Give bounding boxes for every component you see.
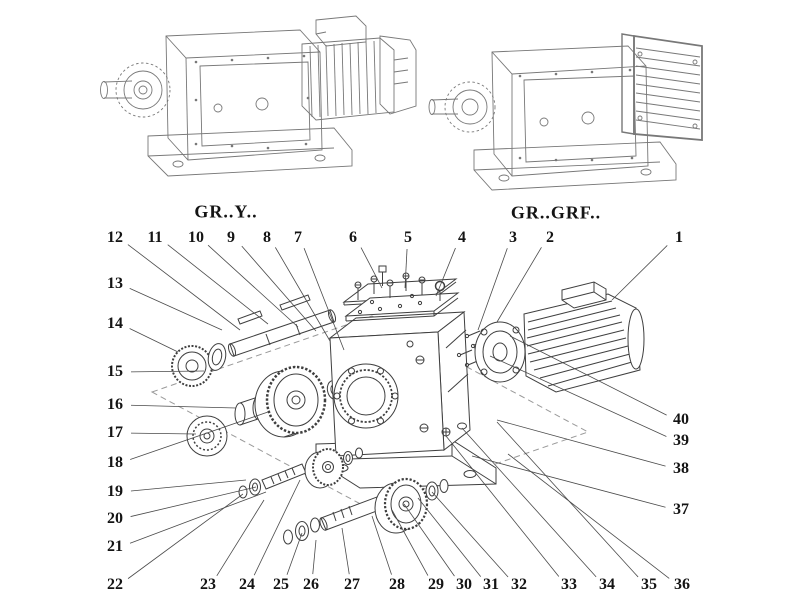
leader-line-14 [129,328,179,353]
leader-line-5 [404,248,408,289]
leader-line-1 [611,245,668,301]
leader-line-27 [341,527,350,575]
eye-bolt [434,280,446,301]
leader-line-31 [417,497,482,577]
large-gear [254,365,327,438]
intermediate-pinion-cluster [238,447,363,499]
leader-lines-layer [127,244,670,579]
gear-housing [328,311,471,457]
leader-line-24 [253,479,301,576]
leader-line-3 [477,248,508,331]
leader-line-25 [286,532,303,575]
leader-line-38 [496,419,666,467]
assembled-view-gr-y [100,15,417,177]
leader-line-21 [129,491,267,544]
leader-line-37 [471,455,666,508]
leader-line-36 [507,453,670,579]
cover-bolts [354,265,446,301]
leader-line-22 [127,493,244,579]
leader-line-6 [360,247,383,289]
leader-line-12 [127,244,241,331]
leader-line-20 [130,486,257,517]
breather-valve [378,265,387,286]
leader-line-29 [391,509,429,576]
leader-line-33 [445,435,560,577]
electric-motor [523,281,645,393]
fan-cowl [627,308,645,370]
flange-motor-block [621,33,703,141]
inspection-cover [344,292,460,322]
leader-line-28 [371,515,392,575]
leader-line-10 [207,244,299,328]
motor-flange [473,321,526,383]
leader-line-26 [312,539,317,575]
output-shaft-cluster [283,477,449,545]
leader-line-19 [130,479,247,492]
leader-line-32 [431,491,509,578]
leader-line-8 [275,247,331,342]
leader-line-40 [509,335,667,416]
shaft-key [279,294,311,311]
leader-line-16 [130,404,237,409]
leader-line-2 [496,247,542,323]
leader-line-17 [130,432,197,435]
leader-line-23 [216,499,265,577]
leader-line-30 [403,503,455,577]
ball-bearing [186,415,228,457]
variant-title-gr-grf: GR..GRF.. [510,202,602,223]
leader-line-13 [129,287,223,331]
leader-line-18 [130,411,269,460]
leader-line-39 [489,355,667,437]
shaft-key [237,310,263,325]
assembled-view-gr-grf [428,33,703,191]
input-shaft-cluster [171,294,337,387]
variant-title-gr-y: GR..Y.. [194,201,258,222]
leader-line-34 [461,427,597,578]
leader-line-9 [241,245,317,332]
exploded-view [150,265,645,545]
leader-line-4 [435,247,456,297]
leader-line-11 [167,244,269,325]
leader-line-15 [130,370,205,373]
leader-line-7 [303,248,345,351]
